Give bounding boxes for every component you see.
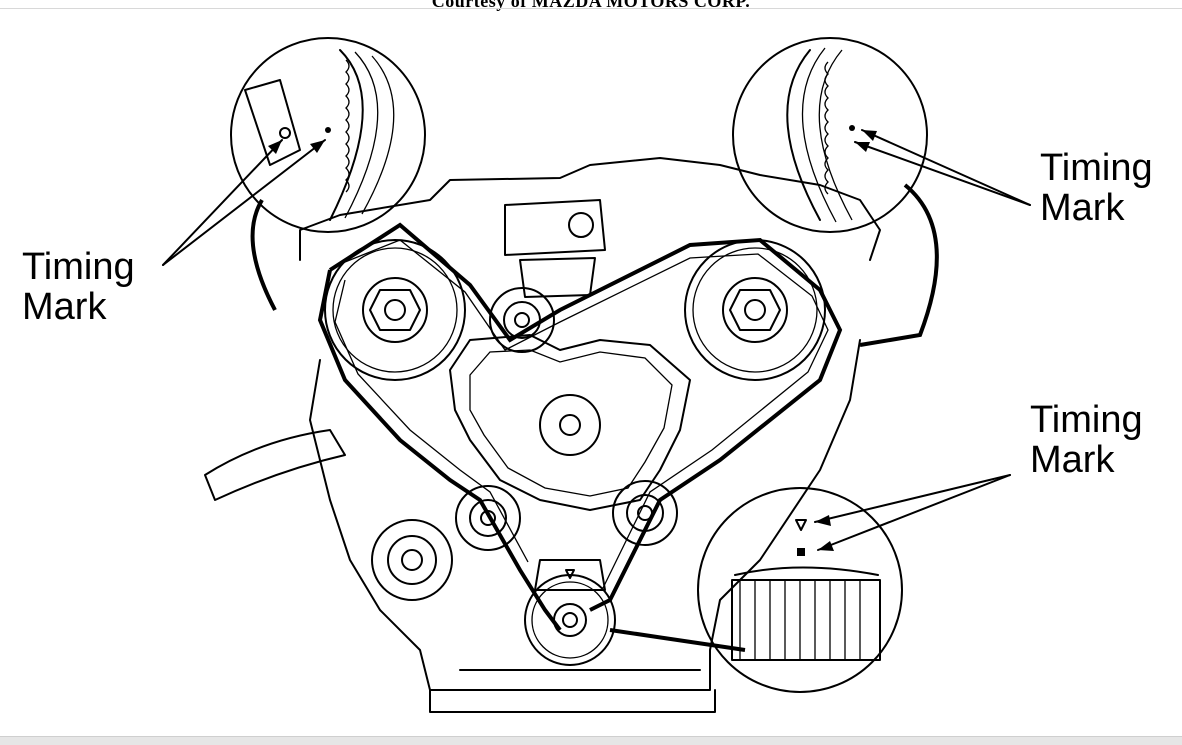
timing-mark-label-right-top-line1: Timing — [1040, 147, 1153, 189]
crank-pulley — [524, 559, 616, 666]
timing-mark-label-right-bottom: Timing Mark — [1030, 400, 1143, 480]
timing-mark-label-left-line2: Mark — [22, 286, 107, 328]
credit-line: Courtesy of MAZDA MOTORS CORP. — [431, 0, 751, 11]
timing-mark-label-right-top: Timing Mark — [1040, 148, 1153, 228]
timing-mark-label-right-top-line2: Mark — [1040, 187, 1125, 229]
engine-block — [204, 157, 881, 713]
timing-mark-label-left: Timing Mark — [22, 247, 135, 327]
timing-mark-label-right-bottom-line1: Timing — [1030, 399, 1143, 441]
timing-mark-label-left-line1: Timing — [22, 246, 135, 288]
leader-arrows — [162, 129, 1031, 551]
window-bottom-bar — [0, 736, 1182, 745]
top-rule — [0, 8, 1182, 9]
left-cam-pulley — [324, 239, 466, 381]
inset-crank — [609, 487, 903, 693]
inset-left-cam — [230, 37, 426, 311]
idler-pulleys — [371, 287, 678, 601]
inset-right-cam — [732, 37, 939, 347]
timing-mark-label-right-bottom-line2: Mark — [1030, 439, 1115, 481]
right-cam-pulley — [684, 239, 826, 381]
